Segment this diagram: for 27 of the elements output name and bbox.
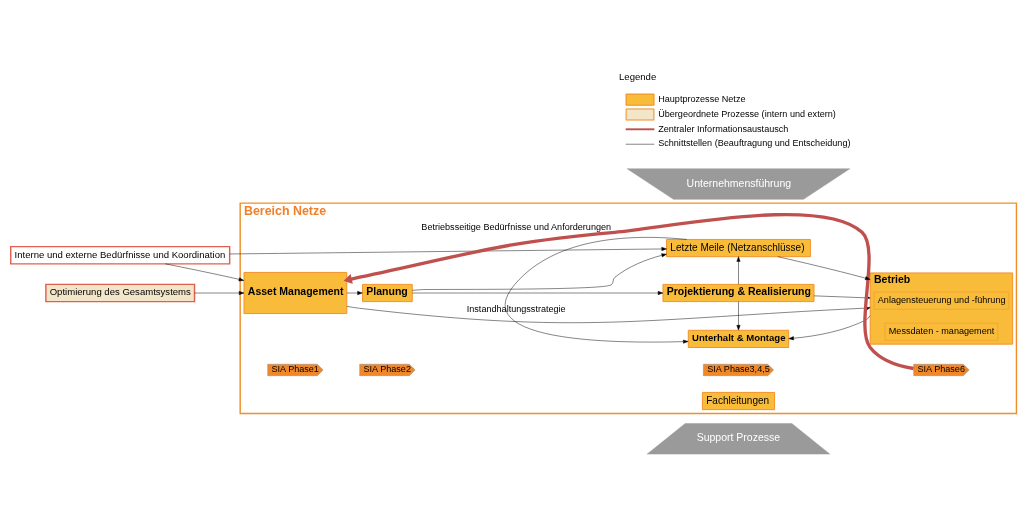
legend-label: Zentraler Informationsaustausch — [658, 123, 789, 134]
arrow — [412, 253, 667, 291]
edge-label: Betriebsseitige Bedürfnisse und Anforderungen — [421, 222, 612, 232]
node-box: Interne und externe Bedürfnisse und Koordination — [10, 245, 231, 265]
node-box: Asset Management — [243, 271, 348, 315]
node-box: Unterhalt & Montage — [687, 329, 790, 348]
node-box: Projektierung & Realisierung — [662, 283, 815, 303]
node-box: Planung — [362, 283, 413, 303]
arrow — [343, 213, 914, 371]
node-box: Optimierung des Gesamtsystems — [45, 283, 196, 303]
arrow — [194, 291, 245, 295]
arrow — [736, 256, 741, 285]
legend-label: Schnittstellen (Beauftragung und Entscheidung) — [658, 138, 851, 149]
arrow — [505, 237, 689, 344]
arrow — [165, 263, 245, 282]
edge-label: Instandhaltungsstrategie — [466, 304, 566, 315]
arrow — [777, 256, 871, 281]
arrow — [346, 291, 363, 295]
arrow — [229, 247, 667, 255]
arrow — [788, 315, 871, 341]
legend-label: Hauptprozesse Netze — [658, 93, 746, 104]
node-box: Letzte Meile (Netzanschlüsse) — [666, 239, 811, 258]
node-box: Fachleitungen — [701, 391, 776, 411]
arrow — [412, 291, 664, 295]
legend-label: Übergeordnete Prozesse (intern und extern) — [658, 108, 836, 119]
label: Legende — [619, 71, 657, 83]
arrow — [736, 301, 741, 331]
